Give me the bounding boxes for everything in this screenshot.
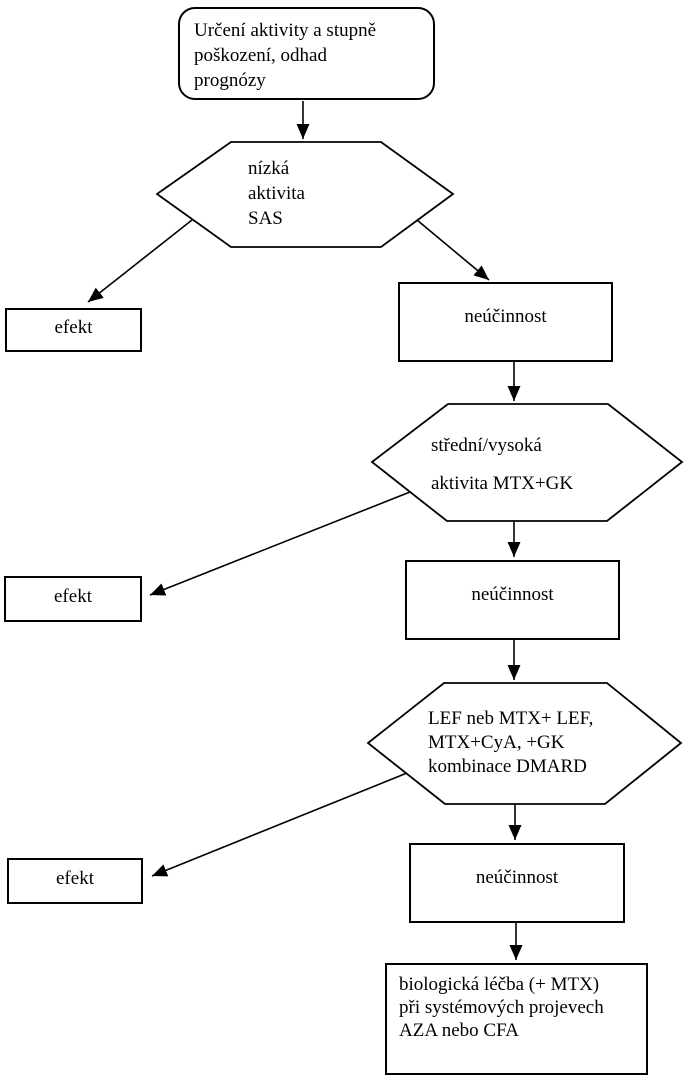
inefficacy-1-box: neúčinnost xyxy=(398,282,613,362)
effect-2-label: efekt xyxy=(54,586,92,607)
decision-2-hexagon xyxy=(370,403,684,522)
inefficacy-2-box: neúčinnost xyxy=(405,560,620,640)
final-treatment-box: biologická léčba (+ MTX) při systémových… xyxy=(385,963,648,1075)
inefficacy-3-box: neúčinnost xyxy=(409,843,625,923)
inefficacy-3-label: neúčinnost xyxy=(475,867,559,888)
effect-1-box: efekt xyxy=(5,308,142,352)
edge-decision3-to-effect3-arrow xyxy=(151,772,408,877)
effect-2-box: efekt xyxy=(4,576,142,622)
effect-3-label: efekt xyxy=(56,868,94,889)
effect-1-label: efekt xyxy=(54,317,93,338)
decision-3-label: LEF neb MTX+ LEF, MTX+CyA, +GK kombinace… xyxy=(428,708,594,777)
start-node-label: Určení aktivity a stupně poškození, odha… xyxy=(194,20,377,91)
decision-3-hexagon xyxy=(366,682,683,805)
start-node: Určení aktivity a stupně poškození, odha… xyxy=(178,7,435,100)
decision-1-hexagon xyxy=(155,141,455,248)
edge-decision2-to-effect2-arrow xyxy=(149,491,411,596)
decision-2-label: střední/vysoká aktivita MTX+GK xyxy=(431,435,574,494)
decision-1-label: nízká aktivita SAS xyxy=(248,158,305,229)
final-treatment-label: biologická léčba (+ MTX) při systémových… xyxy=(399,974,604,1041)
edge-decision1-to-inefficacy1-arrow xyxy=(416,219,490,281)
inefficacy-1-label: neúčinnost xyxy=(464,306,547,327)
edge-decision1-to-effect1-arrow xyxy=(87,219,193,303)
effect-3-box: efekt xyxy=(7,858,143,904)
inefficacy-2-label: neúčinnost xyxy=(471,584,554,605)
